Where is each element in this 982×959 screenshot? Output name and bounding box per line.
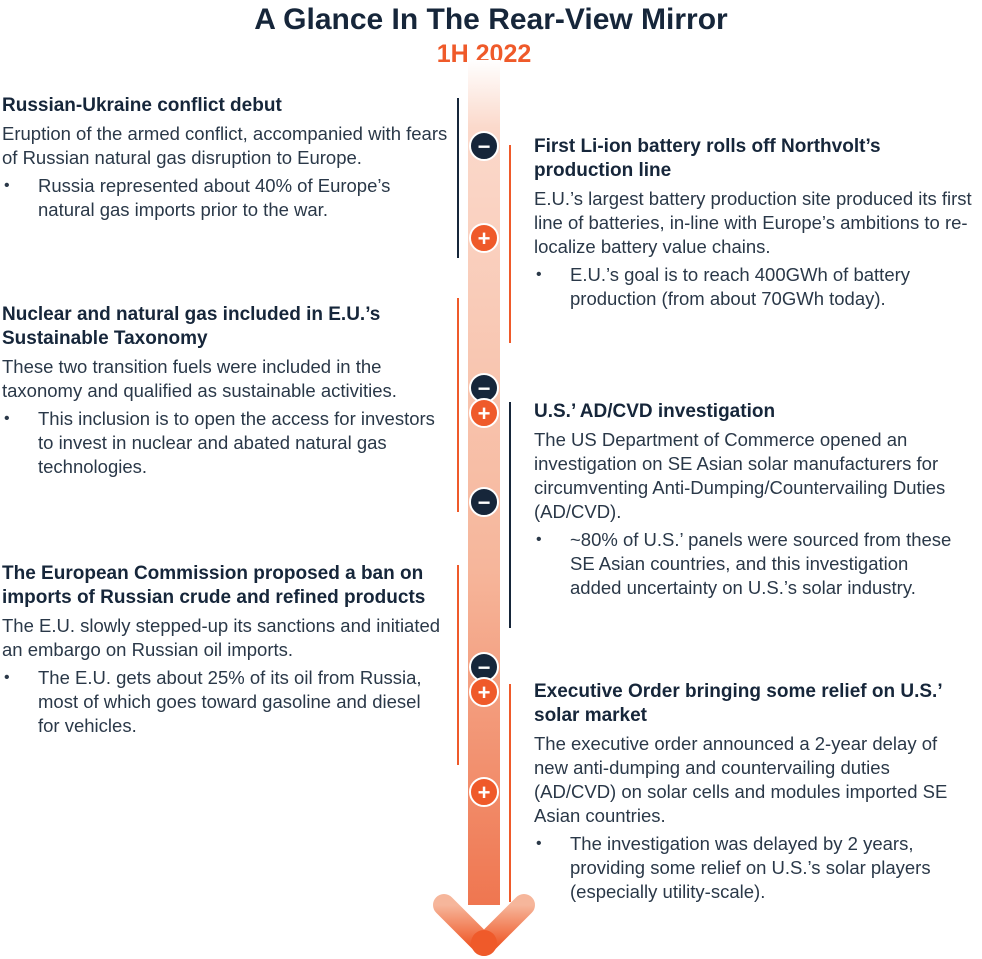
page-title: A Glance In The Rear-View Mirror — [254, 3, 728, 36]
bullet-icon: • — [536, 531, 542, 548]
minus-circle-icon: − — [469, 652, 499, 682]
event-description: The E.U. slowly stepped-up its sanctions… — [2, 615, 441, 660]
minus-circle-icon: − — [469, 487, 499, 517]
event-bullet-text: The E.U. gets about 25% of its oil from … — [38, 667, 422, 736]
bullet-icon: • — [4, 177, 10, 194]
event-bullet-text: The investigation was delayed by 2 years… — [570, 833, 931, 902]
event-bullet: • This inclusion is to open the access f… — [2, 407, 442, 479]
event-bullet-text: E.U.’s goal is to reach 400GWh of batter… — [570, 264, 911, 309]
event-us-adcvd-investigation: U.S.’ AD/CVD investigation The US Depart… — [534, 400, 964, 600]
bullet-icon: • — [536, 835, 542, 852]
bullet-icon: • — [4, 410, 10, 427]
event-bullet: • Russia represented about 40% of Europe… — [2, 174, 450, 222]
event-bullet: • The investigation was delayed by 2 yea… — [534, 832, 974, 904]
event-description: The US Department of Commerce opened an … — [534, 429, 946, 522]
bullet-icon: • — [536, 266, 542, 283]
event-bullet: • The E.U. gets about 25% of its oil fro… — [2, 666, 442, 738]
event-bullet: • ~80% of U.S.’ panels were sourced from… — [534, 528, 964, 600]
event-bullet-text: Russia represented about 40% of Europe’s… — [38, 175, 391, 220]
plus-circle-icon: + — [469, 223, 499, 253]
bullet-icon: • — [4, 669, 10, 686]
event-heading: U.S.’ AD/CVD investigation — [534, 401, 776, 422]
event-sustainable-taxonomy: Nuclear and natural gas included in E.U.… — [2, 303, 442, 479]
plus-circle-icon: + — [469, 398, 499, 428]
event-ec-russian-oil-ban: The European Commission proposed a ban o… — [2, 562, 442, 738]
event-heading: Russian-Ukraine conflict debut — [2, 95, 282, 116]
event-description: The executive order announced a 2-year d… — [534, 733, 948, 826]
minus-circle-icon: − — [469, 131, 499, 161]
event-description: E.U.’s largest battery production site p… — [534, 188, 972, 257]
event-heading: First Li-ion battery rolls off Northvolt… — [534, 136, 881, 181]
plus-circle-icon: + — [469, 677, 499, 707]
timeline-end-dot — [471, 930, 497, 956]
event-bullet: • E.U.’s goal is to reach 400GWh of batt… — [534, 263, 978, 311]
event-heading: The European Commission proposed a ban o… — [2, 563, 426, 608]
event-executive-order: Executive Order bringing some relief on … — [534, 680, 974, 904]
plus-circle-icon: + — [469, 777, 499, 807]
event-bullet-text: ~80% of U.S.’ panels were sourced from t… — [570, 529, 952, 598]
event-heading: Nuclear and natural gas included in E.U.… — [2, 304, 381, 349]
event-description: Eruption of the armed conflict, accompan… — [2, 123, 448, 168]
event-bullet-text: This inclusion is to open the access for… — [38, 408, 435, 477]
event-russian-conflict: Russian-Ukraine conflict debut Eruption … — [2, 94, 450, 222]
event-northvolt-battery: First Li-ion battery rolls off Northvolt… — [534, 135, 978, 311]
timeline-spine — [468, 60, 500, 905]
event-heading: Executive Order bringing some relief on … — [534, 681, 942, 726]
event-description: These two transition fuels were included… — [2, 356, 397, 401]
